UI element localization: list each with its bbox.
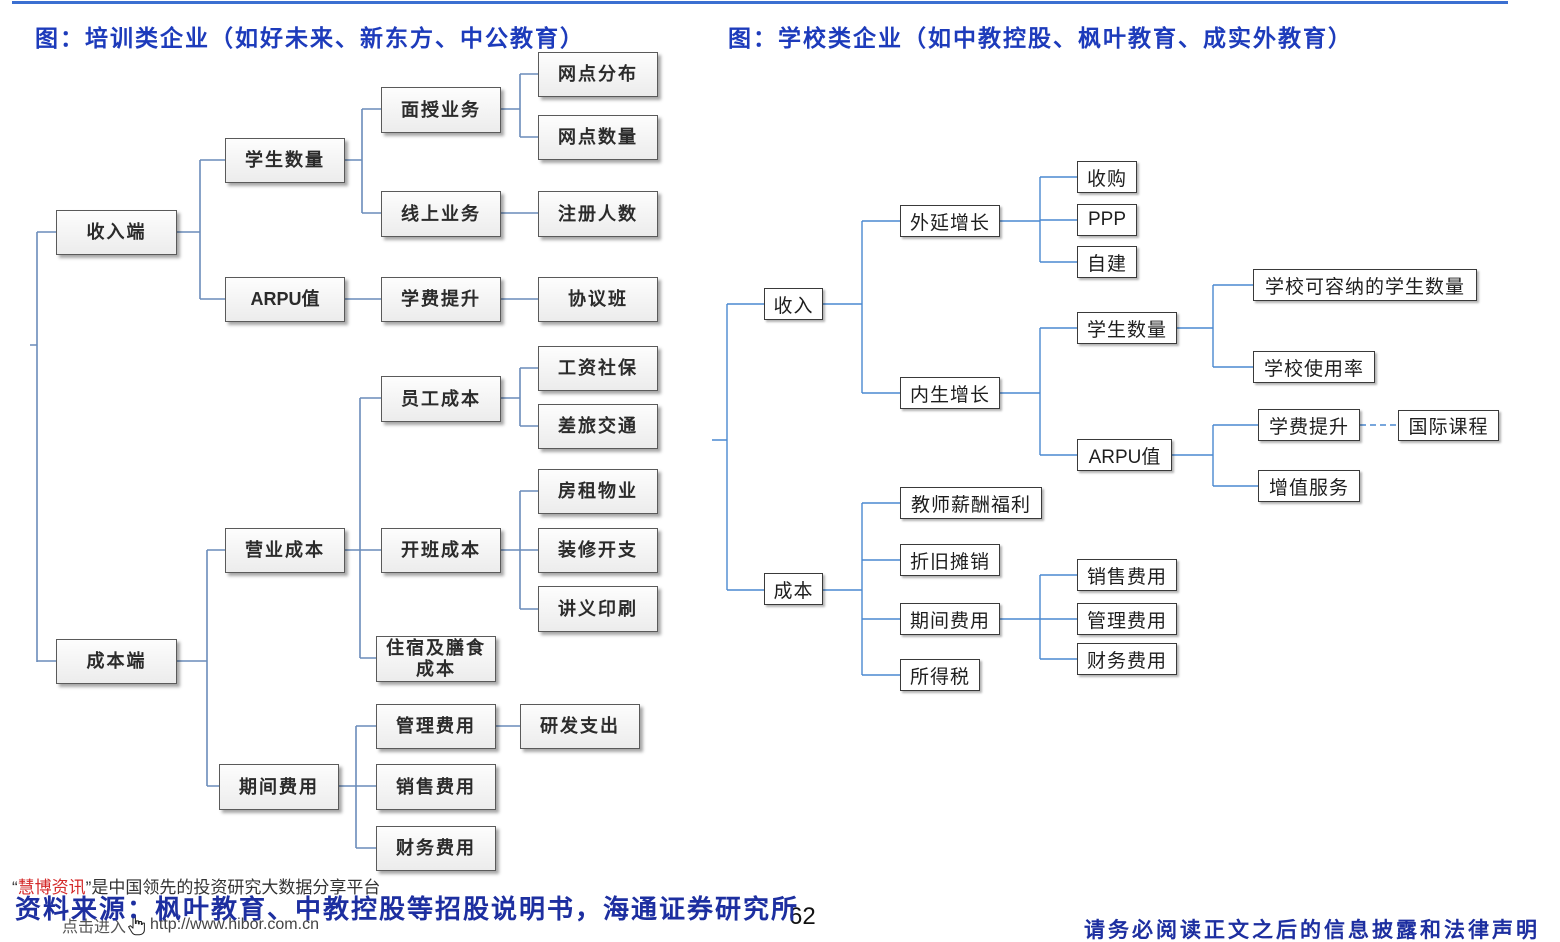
left-node-financial-expenses: 财务费用 [376,826,496,871]
connector-line [712,303,764,591]
left-node-period-expenses: 期间费用 [219,764,339,810]
right-node-ppp: PPP [1077,204,1137,236]
left-node-outlet-count: 网点数量 [538,115,658,160]
connector-line [345,397,381,659]
right-node-admin-expenses: 管理费用 [1077,603,1177,635]
right-node-arpu: ARPU值 [1077,439,1172,471]
connector-line [339,725,376,849]
right-node-external-growth: 外延增长 [900,205,1000,237]
source-note: 资料来源：枫叶教育、中教控股等招股说明书，海通证券研究所 [15,895,800,924]
left-node-handout-printing: 讲义印刷 [538,586,658,632]
left-node-lodging-meal-cost: 住宿及膳食 成本 [376,636,496,682]
page-number: 62 [789,903,816,930]
right-node-cost: 成本 [764,573,823,605]
left-diagram-title: 图：培训类企业（如好未来、新东方、中公教育） [35,26,585,51]
left-node-staff-cost: 员工成本 [381,376,501,422]
connector-line [501,367,538,427]
site-url-link[interactable]: http://www.hibor.com.cn [150,916,319,933]
left-node-class-opening-cost: 开班成本 [381,528,501,573]
left-node-travel-transport: 差旅交通 [538,404,658,449]
watermark-brand: 慧博资讯 [17,878,86,897]
left-node-operating-cost: 营业成本 [225,528,345,573]
connector-line [1172,424,1258,487]
right-node-value-added-services: 增值服务 [1258,470,1360,502]
hand-pointer-icon [128,914,146,936]
right-node-school-capacity: 学校可容纳的学生数量 [1253,269,1477,301]
right-node-self-built: 自建 [1077,246,1137,278]
left-node-outlet-distribution: 网点分布 [538,52,658,97]
left-node-online-business: 线上业务 [381,191,501,237]
link-prefix: 点击进入 [62,919,127,936]
right-node-period-expenses: 期间费用 [900,603,1000,635]
connector-line [823,502,900,676]
left-node-revenue-side: 收入端 [56,210,177,255]
left-node-agreement-class: 协议班 [538,277,658,322]
right-node-internal-growth: 内生增长 [900,377,1000,409]
connector-line [1000,327,1077,456]
right-node-tuition-increase: 学费提升 [1258,409,1360,441]
watermark-tagline: ”是中国领先的投资研究大数据分享平台 [85,878,381,897]
legal-disclaimer: 请务必阅读正文之后的信息披露和法律声明 [1084,918,1540,942]
connector-line [30,231,56,662]
right-node-financial-expenses: 财务费用 [1077,643,1177,675]
connector-line [501,73,538,138]
left-node-admin-expenses: 管理费用 [376,704,496,749]
watermark-open-quote: “ [12,878,18,897]
left-node-rd-expenses: 研发支出 [520,704,640,749]
right-node-income-tax: 所得税 [900,659,980,691]
right-node-teacher-compensation: 教师薪酬福利 [900,487,1042,519]
left-node-arpu: ARPU值 [225,277,345,322]
connector-line [1177,284,1253,368]
connector-line [1000,176,1077,263]
left-node-cost-side: 成本端 [56,639,177,684]
left-node-offline-business: 面授业务 [381,87,501,133]
connector-line [823,220,900,394]
right-node-school-utilization: 学校使用率 [1253,351,1375,383]
right-node-international-courses: 国际课程 [1398,410,1499,441]
right-diagram-title: 图：学校类企业（如中教控股、枫叶教育、成实外教育） [728,26,1353,51]
connector-line [1000,574,1077,660]
left-node-selling-expenses: 销售费用 [376,764,496,810]
connector-line [501,490,538,610]
right-node-selling-expenses: 销售费用 [1077,559,1177,591]
connector-line [345,108,381,214]
left-node-registered-users: 注册人数 [538,191,658,237]
left-node-tuition-increase: 学费提升 [381,277,501,322]
top-rule [12,1,1508,4]
left-node-rent-property: 房租物业 [538,469,658,514]
connector-line [177,549,225,787]
left-node-wages-social-security: 工资社保 [538,346,658,391]
watermark-text: “慧博资讯”是中国领先的投资研究大数据分享平台 [12,873,380,898]
left-node-student-count: 学生数量 [225,138,345,183]
left-node-renovation: 装修开支 [538,528,658,573]
right-node-depreciation-amortization: 折旧摊销 [900,544,1000,576]
right-node-acquisition: 收购 [1077,161,1137,193]
right-node-student-count: 学生数量 [1077,312,1177,344]
right-node-revenue: 收入 [764,288,823,320]
site-link[interactable]: 点击进入 http://www.hibor.com.cn [62,913,319,937]
connector-line [177,159,225,300]
